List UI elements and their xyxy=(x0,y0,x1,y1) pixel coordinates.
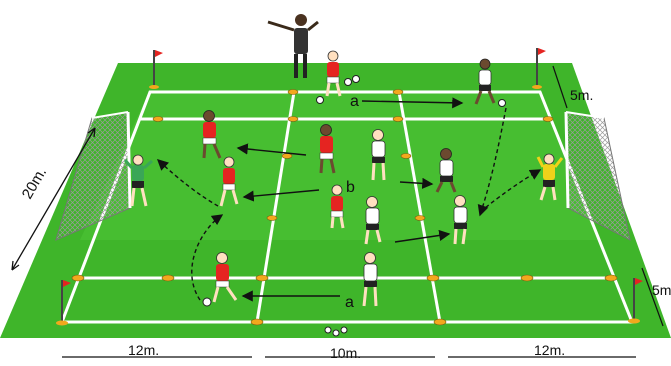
label-pass-b: b xyxy=(346,179,355,196)
dimension-middle-zone-label: 10m. xyxy=(330,345,361,361)
dimension-left-zone-label: 12m. xyxy=(128,342,159,358)
dimension-width-label: 20m. xyxy=(19,165,50,202)
label-pass-a-top: a xyxy=(350,93,359,110)
label-pass-a-bottom: a xyxy=(345,294,354,311)
dimension-zone-bottom-label: 5m. xyxy=(652,282,671,298)
dimension-right-zone-label: 12m. xyxy=(534,342,565,358)
dimension-zone-top-label: 5m. xyxy=(570,87,593,103)
